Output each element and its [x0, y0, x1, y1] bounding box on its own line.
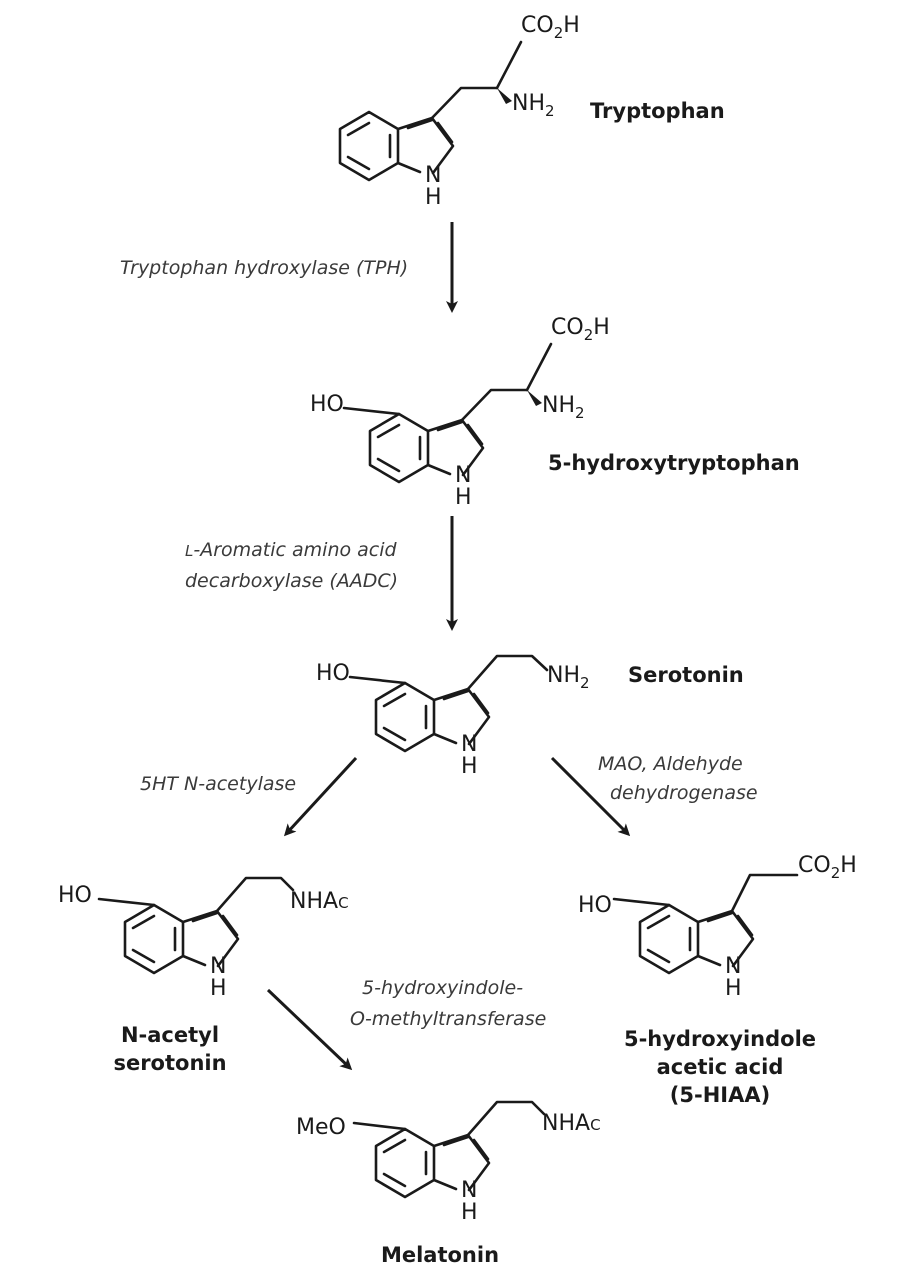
hydroxyl-bond: [612, 897, 671, 907]
label-serotonin: Serotonin: [628, 663, 744, 687]
indole-hydrogen: H: [210, 976, 227, 1001]
indole-nitrogen: N: [725, 954, 741, 979]
side-chain-bonds: [466, 1100, 546, 1137]
indole-hydrogen: H: [455, 485, 472, 510]
hydroxytryptophan-structure: N H HO CO2H NH2: [310, 315, 610, 510]
hydroxyl-group: HO: [578, 893, 612, 918]
arrow-hiomt: [266, 988, 353, 1071]
enzyme-aadc-line1: L-Aromatic amino acid: [185, 539, 398, 561]
side-chain-bonds: [466, 654, 549, 691]
co2h-bond: [525, 342, 553, 392]
indole-hydrogen: H: [461, 1200, 478, 1225]
indole-nitrogen: N: [461, 1178, 477, 1203]
melatonin-structure: N H MeO NHAC: [296, 1100, 601, 1225]
indole-ring-bonds: [374, 1127, 491, 1199]
carboxyl-group: CO2H: [798, 853, 857, 882]
label-n-acetyl-line1: N-acetyl: [121, 1023, 219, 1047]
indole-nitrogen: N: [210, 954, 226, 979]
indole-nitrogen: N: [461, 732, 477, 757]
enzyme-mao-line2: dehydrogenase: [610, 782, 758, 804]
enzyme-hiomt-line1: 5-hydroxyindole-: [362, 977, 523, 999]
carboxyl-group: CO2H: [551, 315, 610, 344]
hydroxyl-group: HO: [58, 883, 92, 908]
carboxyl-group: CO2H: [521, 13, 580, 42]
acetamido-group: NHAC: [542, 1111, 601, 1136]
wedge-bond: [497, 88, 512, 104]
enzyme-mao-line1: MAO, Aldehyde: [598, 753, 743, 775]
side-chain-bonds: [730, 873, 799, 913]
indole-nitrogen: N: [425, 163, 441, 188]
label-5-hiaa-line1: 5-hydroxyindole: [624, 1027, 816, 1051]
methoxy-bond: [352, 1121, 407, 1131]
label-melatonin: Melatonin: [381, 1243, 499, 1267]
amino-group: NH2: [542, 393, 585, 422]
serotonin-structure: N H HO NH2: [316, 654, 590, 779]
hydroxyl-group: HO: [310, 392, 344, 417]
n-acetyl-serotonin-structure: N H HO NHAC: [58, 876, 349, 1001]
acetamido-group: NHAC: [290, 889, 349, 914]
side-chain-bonds: [430, 86, 499, 120]
arrow-mao: [550, 756, 631, 837]
enzyme-n-acetylase: 5HT N-acetylase: [140, 773, 296, 795]
label-5-hiaa-line3: (5-HIAA): [670, 1083, 770, 1107]
indole-hydrogen: H: [725, 976, 742, 1001]
indole-hydrogen: H: [461, 754, 478, 779]
enzyme-aadc-line2: decarboxylase (AADC): [185, 570, 398, 592]
5-hiaa-structure: N H HO CO2H: [578, 853, 857, 1001]
label-5-hydroxytryptophan: 5-hydroxytryptophan: [548, 451, 800, 475]
co2h-bond: [495, 40, 523, 90]
indole-ring-bonds: [374, 681, 491, 753]
hydroxyl-group: HO: [316, 661, 350, 686]
methoxy-group: MeO: [296, 1115, 346, 1140]
wedge-bond: [527, 390, 542, 406]
side-chain-bonds: [215, 876, 295, 913]
arrow-n-acetylase: [283, 756, 358, 837]
amino-group: NH2: [547, 663, 590, 692]
indole-ring-bonds: [368, 412, 485, 484]
indole-ring-bonds: [123, 903, 240, 975]
enzyme-hiomt-line2: O-methyltransferase: [350, 1008, 546, 1030]
hydroxyl-bond: [97, 897, 156, 907]
side-chain-bonds: [460, 388, 529, 422]
indole-nitrogen: N: [455, 463, 471, 488]
indole-ring-bonds: [338, 110, 455, 182]
enzyme-tph: Tryptophan hydroxylase (TPH): [120, 257, 408, 279]
label-5-hiaa-line2: acetic acid: [657, 1055, 784, 1079]
label-tryptophan: Tryptophan: [590, 99, 725, 123]
label-n-acetyl-line2: serotonin: [113, 1051, 226, 1075]
indole-ring-bonds: [638, 903, 755, 975]
hydroxyl-bond: [348, 675, 407, 685]
amino-group: NH2: [512, 91, 555, 120]
tryptophan-structure: N H CO2H NH2: [338, 13, 580, 210]
hydroxyl-bond: [342, 406, 401, 416]
indole-hydrogen: H: [425, 185, 442, 210]
